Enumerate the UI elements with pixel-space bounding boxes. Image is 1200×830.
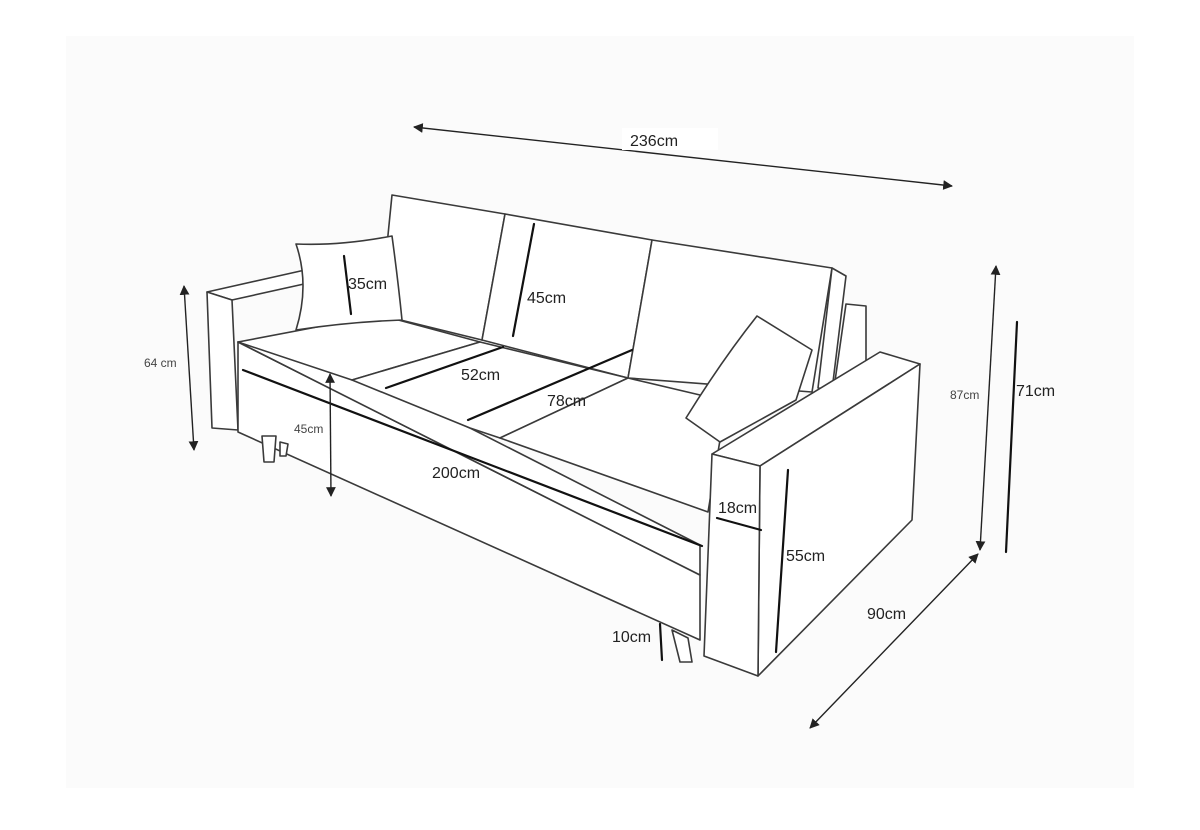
left-armrest <box>206 269 314 431</box>
measure-line-arm-width <box>715 516 763 532</box>
label-seat-width: 200cm <box>432 465 480 482</box>
leg-left-back <box>279 441 289 457</box>
measure-line-pillow <box>342 254 353 316</box>
measure-line-seat-width <box>241 368 704 548</box>
label-arm-width: 18cm <box>718 500 757 517</box>
right-arm-front <box>703 453 761 677</box>
leg-front <box>671 629 693 663</box>
arrow-total-depth <box>809 553 979 729</box>
pillow-left <box>295 235 403 331</box>
arrow-total-width <box>413 123 953 190</box>
measure-line-back-height <box>1004 320 1019 554</box>
leg-left <box>261 435 277 463</box>
label-back-height: 71cm <box>1016 383 1055 400</box>
arrow-arm-height-left <box>179 285 199 451</box>
arrow-total-height <box>975 265 1001 551</box>
label-total-height: 87cm <box>950 388 979 402</box>
measure-line-seat-right <box>466 348 634 422</box>
seat-cushions <box>237 314 721 513</box>
right-armrest <box>703 351 921 677</box>
label-total-depth: 90cm <box>867 606 906 623</box>
measure-line-arm-height <box>774 468 790 654</box>
pillow-right <box>685 315 813 443</box>
left-arm-front <box>206 291 239 431</box>
label-backing-total-width <box>622 128 718 150</box>
arrow-seat-height <box>325 373 336 497</box>
measure-line-backrest <box>511 222 536 338</box>
label-arm-height: 55cm <box>786 548 825 565</box>
label-backrest-height: 45cm <box>527 290 566 307</box>
dimension-labels: 236cm 35cm 45cm 52cm 78cm 200cm 64 cm 45… <box>144 128 1055 646</box>
label-leg-height: 10cm <box>612 629 651 646</box>
measurement-lines <box>241 222 1019 662</box>
measure-line-seat-left <box>384 345 505 390</box>
label-seat-depth-left: 52cm <box>461 367 500 384</box>
label-seat-height: 45cm <box>294 422 323 436</box>
measure-line-leg <box>658 622 664 662</box>
label-pillow-height: 35cm <box>348 276 387 293</box>
dimension-arrows <box>179 123 1001 729</box>
label-total-width: 236cm <box>630 133 678 150</box>
label-seat-depth-right: 78cm <box>547 393 586 410</box>
label-arm-height-left: 64 cm <box>144 356 177 370</box>
